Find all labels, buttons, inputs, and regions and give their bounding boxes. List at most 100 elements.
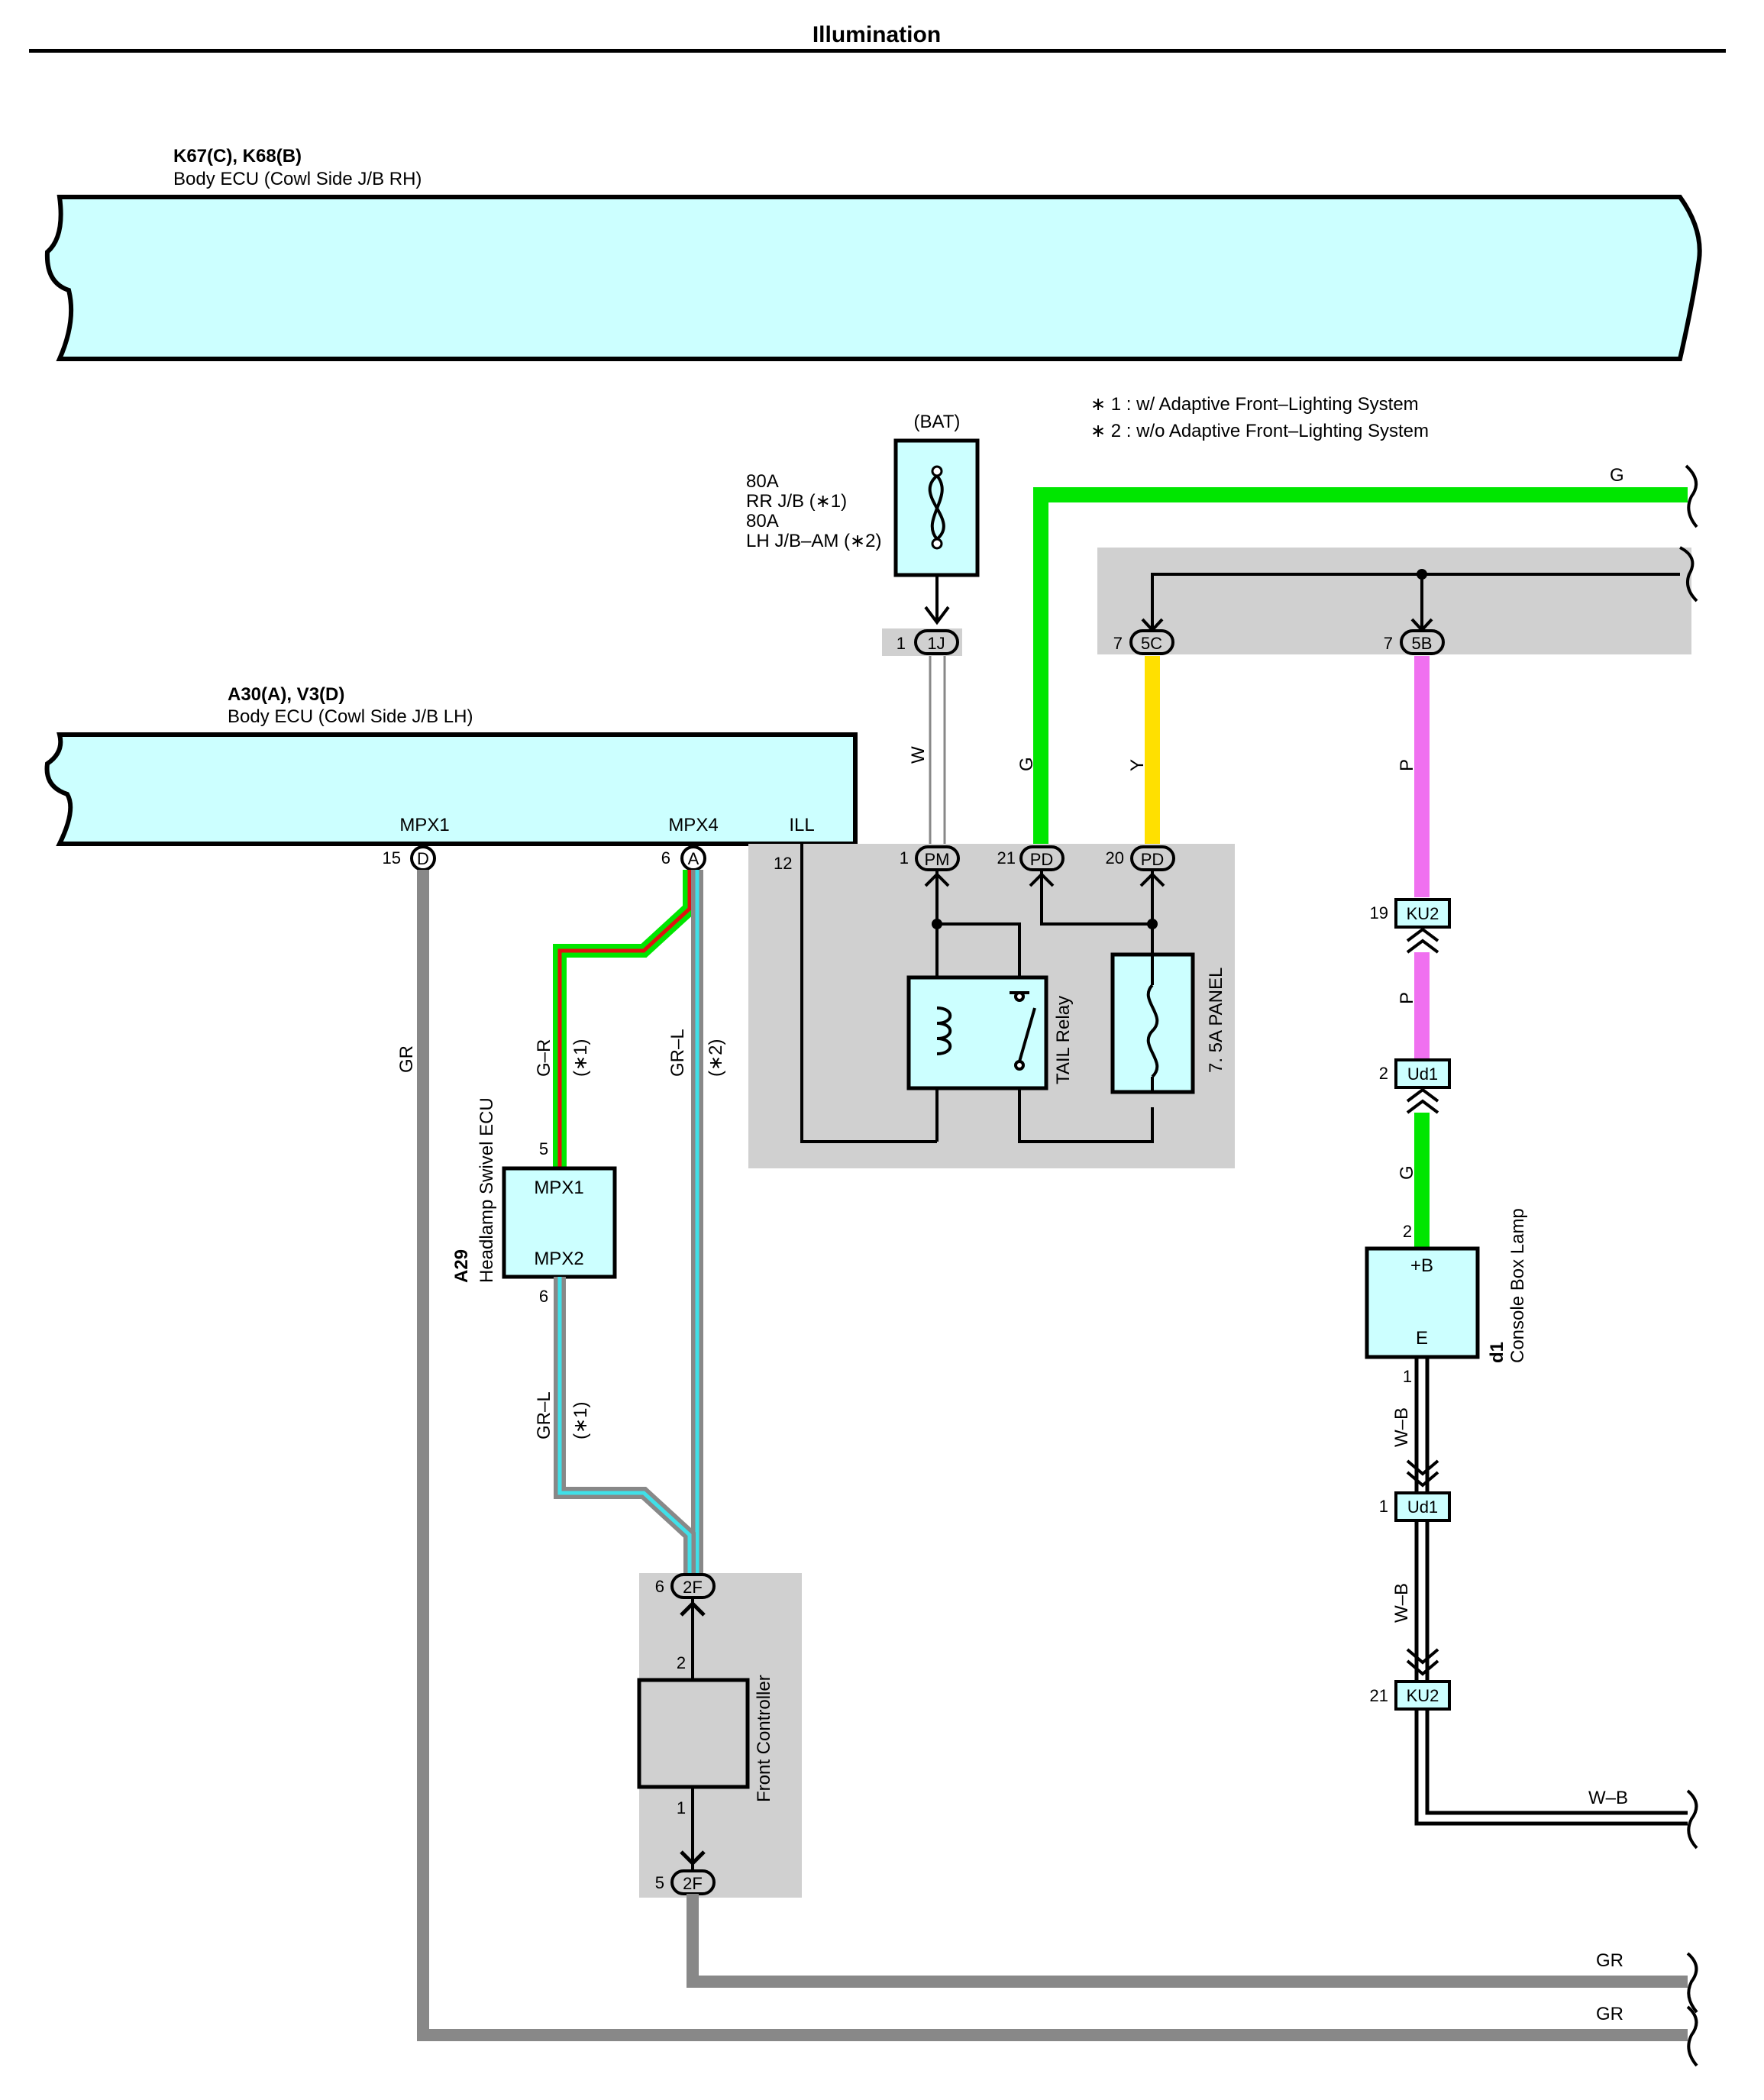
wire-p-upper-label: P [1397,759,1417,771]
wire-w [929,656,946,844]
conn-ud1-bot-label: Ud1 [1407,1497,1438,1517]
lamp-term-b: +B [1410,1255,1433,1276]
wire-y-label: Y [1127,759,1148,771]
ku2-top-arrow-icon [1406,927,1439,954]
term-mpx1: MPX1 [399,815,449,835]
conn-pm-label: PM [925,850,950,869]
wire-gr-fc [687,1894,1688,1988]
wire-gr-l-label: GR–L [667,1029,688,1077]
wire-g-vert-label: G [1016,757,1037,771]
fuse-icon [928,465,945,550]
body-ecu-lh-code: A30(A), V3(D) [228,684,344,705]
conn-2f-top-label: 2F [683,1578,703,1597]
conn-ku2-top-label: KU2 [1407,904,1439,923]
relay-internal-wiring [924,870,1165,1143]
conn-ud1-top-pin: 2 [1379,1064,1388,1083]
wire-w-b-lower [1414,1709,1688,1826]
pin-pd20: 20 [1106,848,1124,867]
wire-p-lower-label: P [1397,992,1417,1004]
pin-mpx4: 6 [661,848,670,867]
console-lamp-name: Console Box Lamp [1507,1208,1528,1363]
page-title: Illumination [813,22,941,47]
wire-gr-l-note: (∗2) [706,1039,726,1077]
swivel-ecu-name: Headlamp Swivel ECU [477,1097,497,1283]
wire-w-b-middle [1414,1520,1430,1682]
pin-ill: 12 [774,854,792,873]
lamp-term-e: E [1416,1328,1428,1349]
swivel-pin-2: 6 [539,1287,548,1306]
lamp-pin-e: 1 [1403,1367,1412,1386]
note-2: ∗ 2 : w/o Adaptive Front–Lighting System [1090,421,1429,441]
gr-fc-break-icon [1686,1952,1698,2014]
conn-pd21-label: PD [1030,850,1054,869]
wire-gr-main [417,870,1688,2041]
conn-ku2-bot-pin: 21 [1370,1686,1388,1705]
wire-g-top [1033,487,1688,844]
wire-gr-l-swivel [554,1277,696,1573]
panel-fuse-icon [1146,955,1159,1092]
tail-relay-label: TAIL Relay [1053,996,1074,1084]
conn-2f-bot-label: 2F [683,1874,703,1893]
wire-g-r-label: G–R [534,1039,554,1077]
conn-ku2-top [1394,898,1451,929]
fuse-location-1: RR J/B (∗1) [746,491,847,512]
top-junction-block [1097,548,1691,654]
wire-g-r [553,870,696,1168]
wire-gr-l-swivel-label: GR–L [534,1391,554,1439]
pin-mpx1: 15 [383,848,401,867]
fuse-arrow-icon [924,606,950,625]
wire-gr-l-swivel-note: (∗1) [570,1402,591,1439]
conn-ud1-bot-pin: 1 [1379,1497,1388,1516]
relay-node-1 [932,919,942,929]
ku2-bot-arrow-icon [1406,1648,1439,1676]
swivel-ecu-code: A29 [451,1249,472,1283]
conn-ku2-bot [1394,1680,1451,1711]
conn-5b [1400,629,1445,655]
conn-ku2-top-pin: 19 [1370,903,1388,922]
title-rule [29,49,1726,53]
wire-g-top-label: G [1610,465,1624,486]
conn-a-label: A [688,849,699,868]
ill-wire [800,844,937,1143]
conn-pd20-label: PD [1141,850,1165,869]
junction-dot [1417,569,1427,580]
ud1-bot-arrow-icon [1406,1459,1439,1488]
lamp-pin-b: 2 [1403,1222,1412,1241]
front-controller-name: Front Controller [754,1675,774,1802]
relay-node-2 [1147,919,1158,929]
term-ill: ILL [789,815,814,835]
conn-ud1-bot [1394,1491,1451,1522]
relay-coil-icon [936,991,1036,1071]
front-controller-arrow-bottom [680,1850,706,1866]
wire-gr-main-label: GR [396,1045,417,1073]
swivel-term-mpx1: MPX1 [534,1178,583,1198]
conn-ud1-top [1394,1058,1451,1089]
wire-w-b-middle-label: W–B [1391,1583,1412,1623]
conn-5b-label: 5B [1412,634,1433,653]
conn-5c-label: 5C [1141,634,1162,653]
body-ecu-rh-code: K67(C), K68(B) [173,146,302,166]
front-controller-pin-top: 2 [677,1653,686,1672]
console-lamp-box [1365,1246,1480,1359]
body-ecu-lh-name: Body ECU (Cowl Side J/B LH) [228,706,473,727]
wire-gr-main-end-label: GR [1596,2004,1623,2024]
body-ecu-rh-name: Body ECU (Cowl Side J/B RH) [173,169,422,189]
fuse-location-2: LH J/B–AM (∗2) [746,531,881,551]
fuse-rating-2: 80A [746,511,779,531]
front-controller-pin-bottom: 1 [677,1798,686,1817]
panel-fuse-label: 7. 5A PANEL [1206,968,1226,1073]
conn-ku2-bot-label: KU2 [1407,1686,1439,1705]
conn-1j-pin: 1 [897,634,906,653]
front-controller-arrow-top [680,1601,706,1617]
swivel-term-mpx2: MPX2 [534,1249,583,1269]
conn-1j-label: 1J [927,634,945,653]
conn-2f-top-pin: 6 [655,1577,664,1596]
fuse-bat-label: (BAT) [914,412,961,432]
g-break-icon [1685,464,1698,528]
conn-ud1-top-label: Ud1 [1407,1065,1438,1084]
gr-main-break-icon [1686,2005,1698,2067]
wire-w-b-upper-label: W–B [1391,1407,1412,1447]
fuse-rating-1: 80A [746,471,779,492]
conn-5b-pin: 7 [1384,634,1393,653]
